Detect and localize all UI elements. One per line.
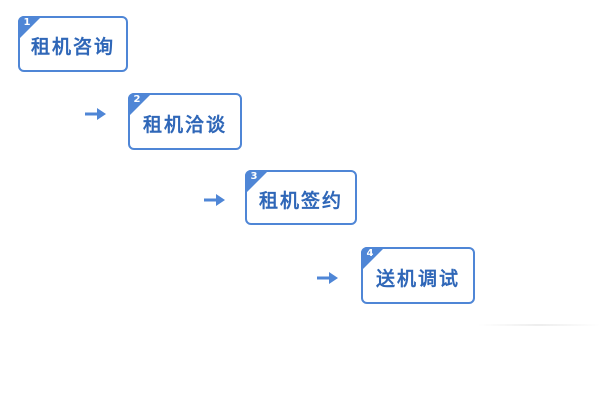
- process-step-4: 4 送机调试: [361, 247, 475, 304]
- process-step-3: 3 租机签约: [245, 170, 357, 225]
- process-step-2: 2 租机洽谈: [128, 93, 242, 150]
- step-label: 租机签约: [258, 189, 343, 212]
- step-number: 3: [250, 171, 258, 182]
- step-label: 租机洽谈: [142, 113, 227, 136]
- process-step-1: 1 租机咨询: [18, 16, 128, 72]
- arrow-right-icon: [85, 108, 106, 120]
- arrow-right-icon: [317, 272, 338, 284]
- arrow-right-icon: [204, 194, 225, 206]
- step-number: 1: [23, 17, 31, 28]
- step-label: 送机调试: [375, 267, 460, 290]
- step-number: 4: [366, 248, 374, 259]
- step-label: 租机咨询: [30, 36, 115, 58]
- step-number: 2: [133, 94, 141, 105]
- decorative-divider: [478, 324, 600, 326]
